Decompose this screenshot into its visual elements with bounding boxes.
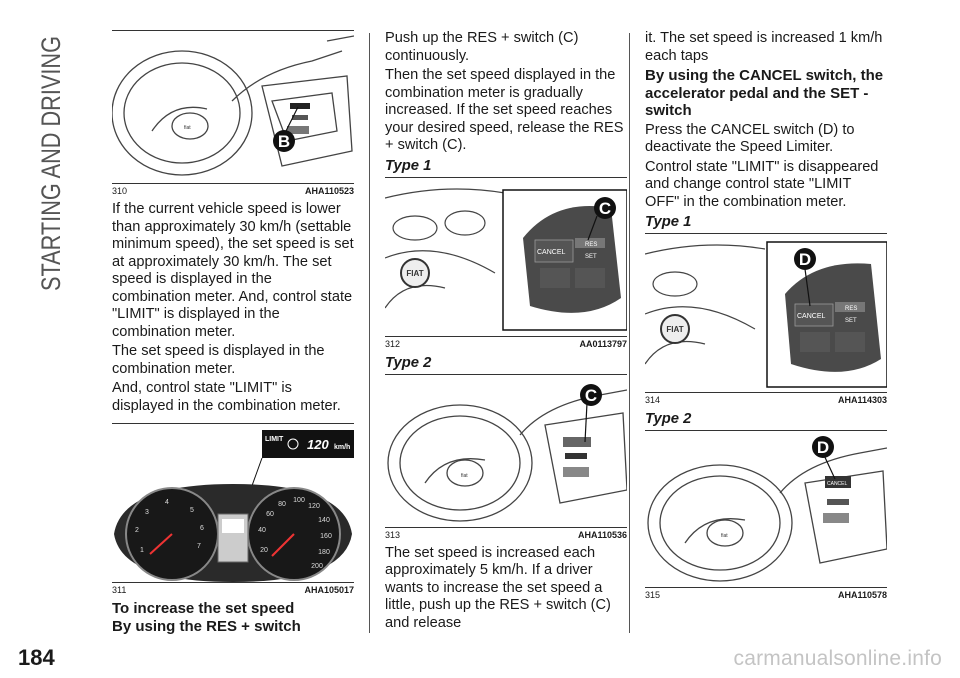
section-title-text: STARTING AND DRIVING xyxy=(36,36,66,291)
callout-b: B xyxy=(278,132,290,151)
figure-315: CANCEL fiat D xyxy=(645,430,887,588)
figure-313-caption: 313 AHA110536 xyxy=(385,530,627,540)
paragraph: Then the set speed displayed in the comb… xyxy=(385,67,624,153)
paragraph: Control state "LIMIT" is disappeared and… xyxy=(645,158,879,210)
paragraph: Push up the RES + switch (C) continuousl… xyxy=(385,30,579,64)
svg-text:fiat: fiat xyxy=(184,125,191,131)
figure-code: AHA110523 xyxy=(304,186,354,196)
limit-label: LIMIT xyxy=(265,436,284,443)
type-1-label: Type 1 xyxy=(645,214,692,230)
set-speed-value: 120 xyxy=(307,437,329,452)
svg-text:140: 140 xyxy=(318,517,330,524)
svg-text:FIAT: FIAT xyxy=(406,269,423,278)
svg-text:20: 20 xyxy=(260,547,268,554)
callout-c: C xyxy=(599,199,611,218)
figure-number: 312 xyxy=(385,338,401,349)
figure-311-caption: 311 AHA105017 xyxy=(112,585,354,595)
column-divider-2 xyxy=(629,33,630,633)
figure-314: FIAT CANCEL RES SET D xyxy=(645,233,887,393)
heading-increase-speed: To increase the set speed xyxy=(112,600,295,617)
type-2-label: Type 2 xyxy=(385,354,432,371)
svg-text:7: 7 xyxy=(197,543,201,550)
section-title: STARTING AND DRIVING xyxy=(20,33,70,293)
set-label: SET xyxy=(585,254,597,260)
heading-cancel-switch: By using the CANCEL switch, the accelera… xyxy=(645,67,884,119)
figure-code: AHA114303 xyxy=(837,395,887,405)
paragraph: The set speed is increased each approxim… xyxy=(385,544,611,631)
figure-315-caption: 315 AHA110578 xyxy=(645,590,887,600)
figure-number: 310 xyxy=(112,186,128,196)
figure-code: AA0113797 xyxy=(579,338,627,349)
figure-310-caption: 310 AHA110523 xyxy=(112,186,354,196)
svg-text:40: 40 xyxy=(258,527,266,534)
figure-314-caption: 314 AHA114303 xyxy=(645,395,887,405)
res-label: RES xyxy=(585,242,597,248)
svg-text:FIAT: FIAT xyxy=(666,325,683,334)
paragraph: The set speed is displayed in the combin… xyxy=(112,343,325,377)
figure-code: AHA105017 xyxy=(304,585,354,595)
svg-text:200: 200 xyxy=(311,563,323,570)
figure-number: 314 xyxy=(645,395,661,405)
figure-312: FIAT CANCEL RES SET C xyxy=(385,176,627,337)
svg-text:5: 5 xyxy=(190,507,194,514)
heading-res-switch: By using the RES + switch xyxy=(112,617,301,635)
figure-code: AHA110578 xyxy=(837,590,887,600)
paragraph: it. The set speed is increased 1 km/h ea… xyxy=(645,30,883,64)
figure-number: 311 xyxy=(112,585,127,595)
paragraph: Press the CANCEL switch (D) to deactivat… xyxy=(645,121,855,156)
svg-text:fiat: fiat xyxy=(721,533,728,539)
cancel-label: CANCEL xyxy=(827,481,848,487)
set-label: SET xyxy=(845,318,857,324)
figure-310: fiat B xyxy=(112,30,354,184)
column-3: it. The set speed is increased 1 km/h ea… xyxy=(645,30,887,605)
column-divider-1 xyxy=(369,33,370,633)
figure-312-caption: 312 AA0113797 xyxy=(385,339,627,349)
svg-text:160: 160 xyxy=(320,533,332,540)
cancel-label: CANCEL xyxy=(537,249,566,256)
callout-d: D xyxy=(817,438,829,457)
paragraph: If the current vehicle speed is lower th… xyxy=(112,201,354,340)
paragraph: And, control state "LIMIT" is displayed … xyxy=(112,380,341,414)
svg-text:60: 60 xyxy=(266,511,274,518)
svg-text:fiat: fiat xyxy=(461,473,468,479)
svg-text:6: 6 xyxy=(200,525,204,532)
svg-text:80: 80 xyxy=(278,501,286,508)
callout-d: D xyxy=(799,250,811,269)
type-2-label: Type 2 xyxy=(645,411,692,427)
callout-c: C xyxy=(585,386,597,405)
column-1: fiat B 310 AHA110523 If the current vehi… xyxy=(112,30,354,635)
svg-text:180: 180 xyxy=(318,549,330,556)
svg-text:120: 120 xyxy=(308,503,320,510)
cancel-label: CANCEL xyxy=(797,313,826,320)
res-label: RES xyxy=(845,306,857,312)
svg-text:2: 2 xyxy=(135,527,139,534)
figure-313: fiat C xyxy=(385,373,627,528)
figure-code: AHA110536 xyxy=(577,529,627,540)
svg-text:1: 1 xyxy=(140,547,144,554)
page-number: 184 xyxy=(18,645,55,670)
svg-text:4: 4 xyxy=(165,499,169,506)
figure-number: 313 xyxy=(385,529,401,540)
watermark-text: carmanualsonline.info xyxy=(733,647,942,670)
svg-text:3: 3 xyxy=(145,509,149,516)
speed-unit: km/h xyxy=(334,444,350,451)
column-2: Push up the RES + switch (C) continuousl… xyxy=(385,30,627,634)
type-1-label: Type 1 xyxy=(385,157,432,174)
figure-number: 315 xyxy=(645,590,661,600)
svg-text:100: 100 xyxy=(293,497,305,504)
